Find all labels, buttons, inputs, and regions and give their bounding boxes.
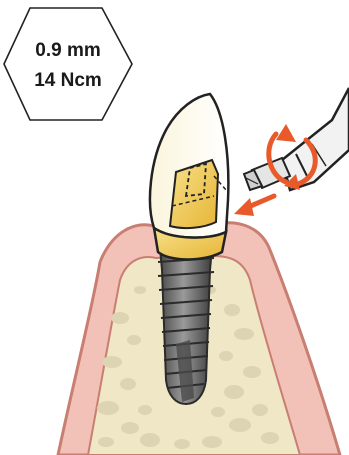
spec-thickness: 0.9 mm [35, 40, 100, 61]
spec-torque: 14 Ncm [34, 70, 102, 91]
torque-handpiece [244, 88, 349, 190]
spec-badge: 0.9 mm 14 Ncm [4, 8, 132, 120]
insertion-arrow-icon [234, 196, 274, 216]
implant [158, 248, 214, 404]
spec-badge-hexagon [4, 8, 132, 120]
crown [150, 94, 228, 260]
